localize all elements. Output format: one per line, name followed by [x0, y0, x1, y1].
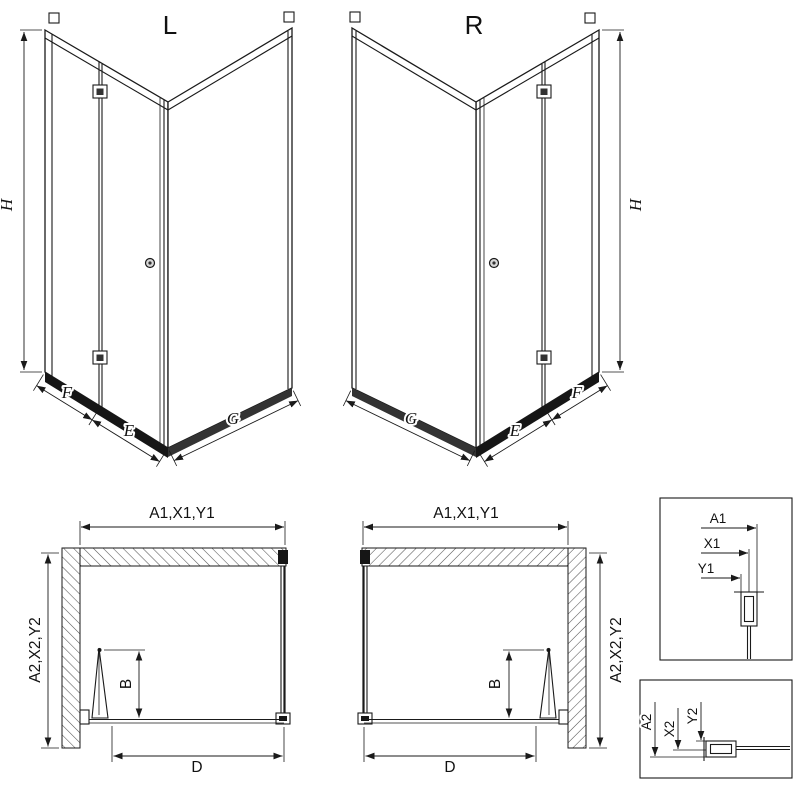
- detail-frame: [639, 679, 793, 779]
- g-label: G: [405, 409, 417, 428]
- plan-width-label: A1,X1,Y1: [149, 505, 215, 522]
- plan-view-right: A1,X1,Y1 A2,X2,Y2 B D: [358, 503, 627, 778]
- 3d-view-left: L H F E G: [0, 8, 301, 467]
- f-label: F: [571, 383, 583, 402]
- detail-y2-label: Y2: [685, 708, 700, 725]
- height-label: H: [626, 197, 645, 212]
- f-label: F: [61, 383, 73, 402]
- plan-depth-label: A2,X2,Y2: [608, 617, 625, 683]
- detail-y1-label: Y1: [698, 561, 715, 576]
- g-label: G: [227, 409, 239, 428]
- height-label: H: [0, 197, 16, 212]
- bottom-profile-section: [703, 737, 790, 761]
- plan-d-label: D: [191, 759, 202, 776]
- e-label: E: [509, 421, 521, 440]
- detail-box-bottom: A2 X2 Y2: [637, 679, 793, 779]
- detail-dimension-lines: [701, 524, 756, 582]
- detail-frame: [659, 497, 793, 661]
- detail-dimension-lines: [651, 702, 705, 756]
- variant-label-left: L: [163, 10, 177, 40]
- detail-box-top: A1 X1 Y1: [659, 497, 793, 661]
- detail-a1-label: A1: [710, 511, 727, 526]
- plan-b-label: B: [487, 679, 504, 689]
- plan-b-label: B: [118, 679, 135, 689]
- plan-depth-label: A2,X2,Y2: [27, 617, 44, 683]
- variant-label-right: R: [465, 10, 484, 40]
- detail-a2-label: A2: [639, 714, 654, 731]
- e-label: E: [123, 421, 135, 440]
- plan-view-left: A1,X1,Y1 A2,X2,Y2 B D: [25, 503, 290, 778]
- plan-width-label: A1,X1,Y1: [433, 505, 499, 522]
- wall-profile-section: [734, 591, 764, 659]
- plan-d-label: D: [444, 759, 455, 776]
- detail-x2-label: X2: [662, 721, 677, 738]
- 3d-view-right: R H F E G: [343, 8, 647, 467]
- detail-x1-label: X1: [704, 536, 721, 551]
